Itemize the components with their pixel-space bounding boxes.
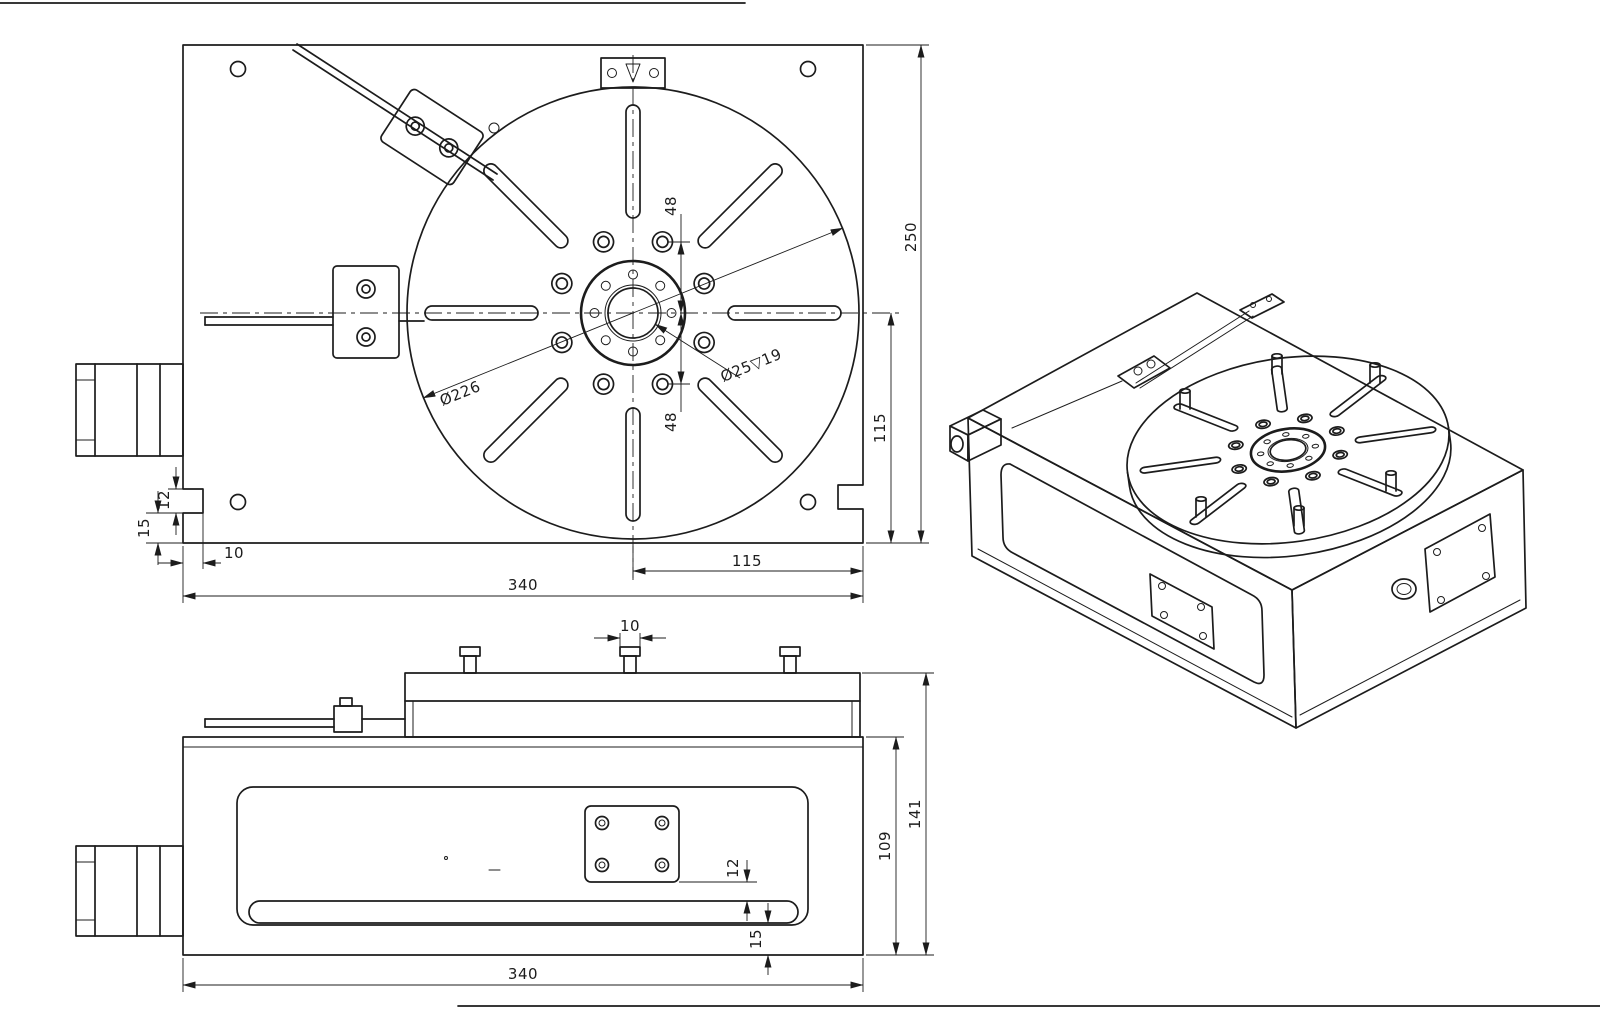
cover-plate	[585, 806, 679, 882]
dim-label: 115	[732, 552, 762, 570]
index-block	[601, 58, 665, 88]
dim-label: 109	[876, 831, 894, 861]
t-slot-studs	[460, 647, 800, 673]
iso-side-boss	[1392, 579, 1416, 599]
dim-label: 15	[747, 929, 765, 949]
dim-label: 48	[662, 196, 680, 216]
clamp-block	[333, 266, 399, 358]
dim-label: 340	[508, 576, 538, 594]
dim-label: 141	[906, 799, 924, 829]
motor-connector-front	[76, 846, 183, 936]
motor-connector-top	[76, 364, 183, 456]
iso-clamp-block	[1118, 356, 1170, 388]
dim-label: 10	[224, 544, 244, 562]
dim-center-to-right: 115	[632, 546, 864, 578]
clamp-assembly-top	[293, 44, 499, 186]
dim-plate-width: 340	[182, 546, 864, 603]
clamp-assembly-left	[205, 266, 424, 358]
isometric-view	[950, 293, 1526, 728]
corner-hole	[231, 62, 246, 77]
front-recess	[237, 787, 808, 925]
iso-side-plate	[1425, 514, 1495, 612]
front-slot	[249, 901, 798, 923]
dim-stud-width: 10	[594, 617, 666, 647]
pivot-hole	[489, 123, 499, 133]
top-view: 250 115 340 115 10	[76, 44, 929, 603]
iso-right-face	[1292, 470, 1526, 728]
corner-hole	[801, 495, 816, 510]
dim-slot-to-base: 15	[740, 903, 778, 975]
dim-label: 12	[724, 858, 742, 878]
iso-index-block	[1240, 294, 1284, 318]
corner-hole	[801, 62, 816, 77]
dim-body-width: 340	[182, 958, 864, 992]
rotary-table-circle	[407, 87, 859, 539]
iso-cover-plate	[1150, 574, 1214, 649]
clamp-lever-front	[205, 698, 405, 732]
corner-hole	[231, 495, 246, 510]
index-pointer	[626, 64, 640, 82]
iso-motor-connector	[950, 410, 1001, 461]
front-view-dimensions: 10 12 15 340	[182, 617, 934, 992]
dim-label: 250	[902, 222, 920, 252]
front-view: 10 12 15 340	[76, 617, 934, 992]
dim-overall-height: 141	[862, 672, 934, 956]
iso-clamp-lever	[1012, 294, 1284, 428]
iso-front-recess	[1001, 464, 1264, 684]
dim-body-height: 109	[866, 736, 904, 956]
dim-label: 15	[135, 518, 153, 538]
dim-label: 10	[620, 617, 640, 635]
dim-center-to-bottom: 115	[871, 312, 895, 544]
dim-label: 340	[508, 965, 538, 983]
disc-rim	[1128, 427, 1464, 577]
clamp-block	[379, 88, 485, 187]
dim-notch-to-bottom: 15	[135, 491, 183, 565]
dim-notch-depth: 10	[158, 513, 244, 569]
dim-label: 115	[871, 413, 889, 443]
dim-plate-height: 250	[866, 44, 929, 544]
surface-mark	[445, 857, 448, 860]
dim-slot-offset: 12	[679, 858, 757, 921]
dim-label: 48	[662, 412, 680, 432]
